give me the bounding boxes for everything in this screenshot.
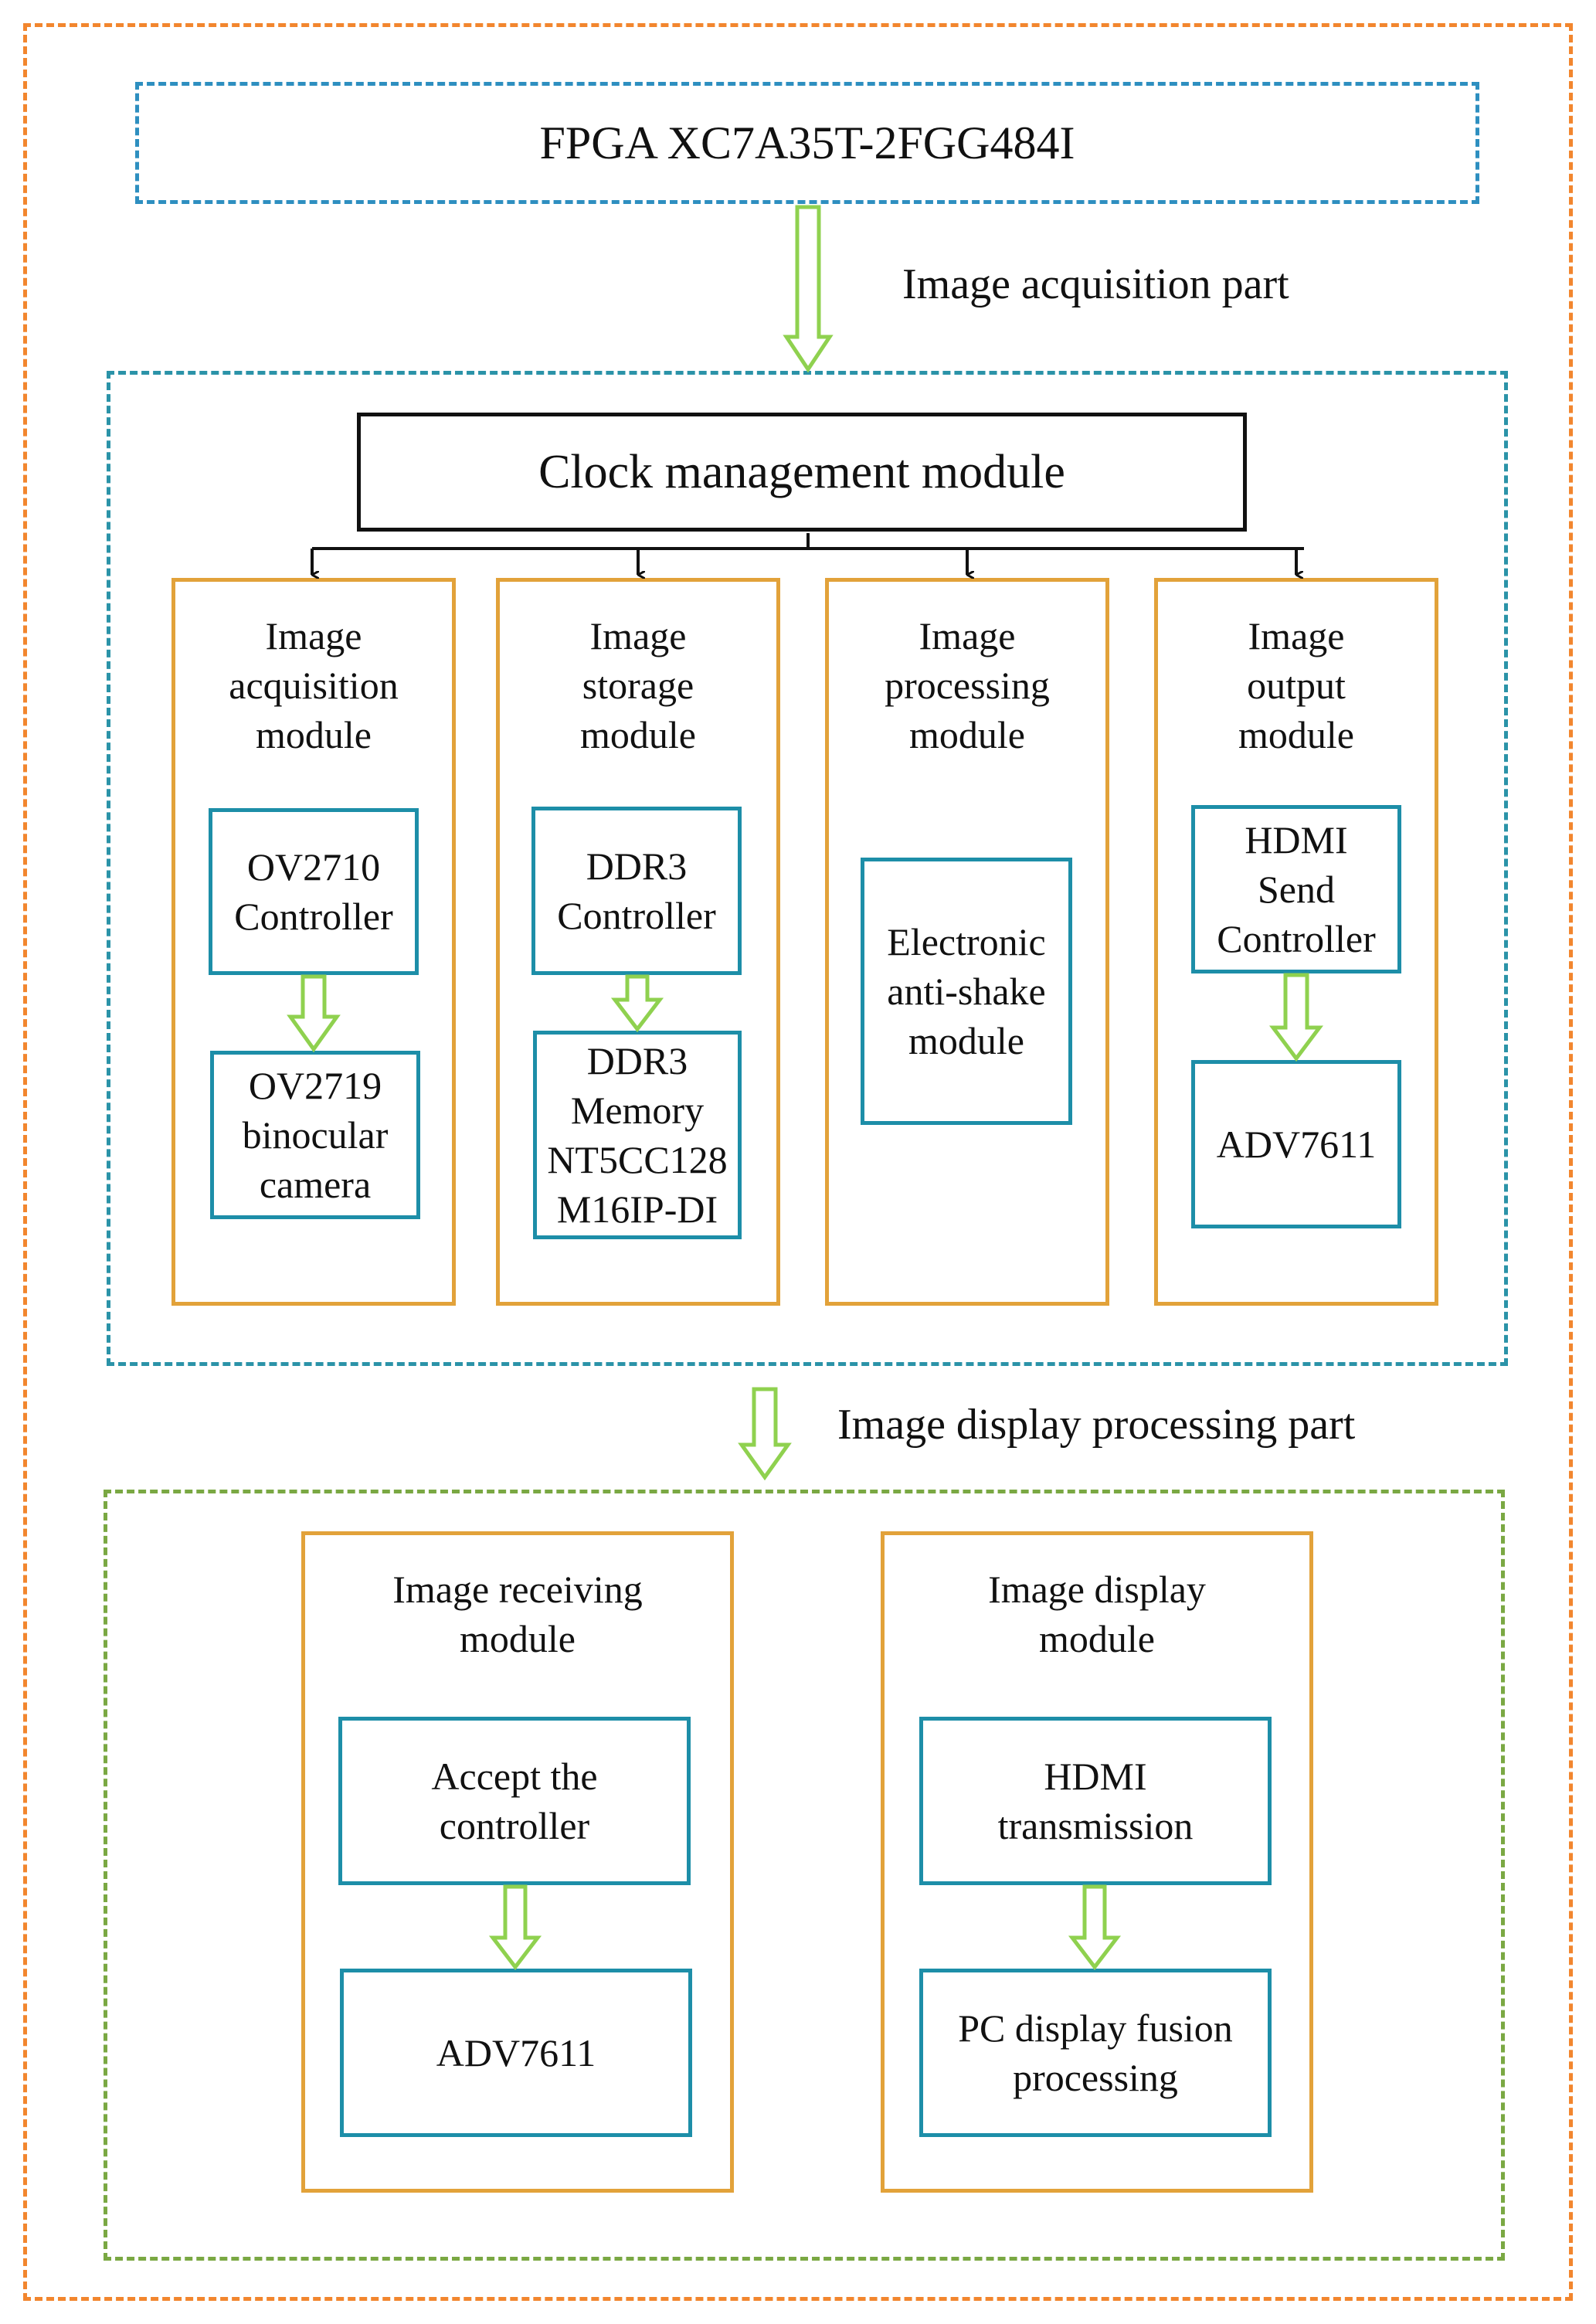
block-label: DDR3 Memory NT5CC128 M16IP-DI (547, 1039, 728, 1231)
clock-label: Clock management module (538, 446, 1065, 498)
ov2710-controller-block: OV2710 Controller (209, 808, 419, 975)
adv7611-output-block: ADV7611 (1191, 1060, 1401, 1228)
block-label: ADV7611 (436, 2031, 596, 2074)
outer-frame (23, 23, 1573, 2301)
arrow-fpga-to-acquisition (783, 205, 834, 373)
hdmi-send-controller-block: HDMI Send Controller (1191, 805, 1401, 973)
adv7611-receiving-block: ADV7611 (340, 1969, 692, 2137)
block-label: HDMI transmission (997, 1755, 1194, 1847)
fpga-label: FPGA XC7A35T-2FGG484I (539, 117, 1075, 168)
block-label: OV2719 binocular camera (242, 1064, 389, 1206)
arrow-ov2710-to-ov2719 (287, 974, 341, 1053)
block-label: Accept the controller (431, 1755, 598, 1847)
accept-controller-block: Accept the controller (338, 1717, 691, 1885)
ddr3-memory-block: DDR3 Memory NT5CC128 M16IP-DI (533, 1031, 742, 1239)
display-part-label: Image display processing part (837, 1401, 1356, 1449)
pc-display-fusion-block: PC display fusion processing (919, 1969, 1272, 2137)
acquisition-part-label: Image acquisition part (902, 260, 1289, 308)
block-label: DDR3 Controller (557, 844, 716, 937)
arrow-accept-controller-to-adv7611 (488, 1884, 542, 1971)
block-label: ADV7611 (1216, 1123, 1377, 1166)
arrow-acquisition-to-display (738, 1387, 792, 1481)
hdmi-transmission-block: HDMI transmission (919, 1717, 1272, 1885)
display-region (104, 1490, 1505, 2261)
block-label: PC display fusion processing (958, 2006, 1233, 2099)
electronic-anti-shake-block: Electronic anti-shake module (861, 858, 1072, 1125)
block-label: Electronic anti-shake module (887, 920, 1046, 1062)
acquisition-region (107, 371, 1508, 1366)
ov2719-camera-block: OV2719 binocular camera (210, 1051, 420, 1219)
arrow-hdmi-transmission-to-pc-display (1068, 1884, 1122, 1971)
module-title: Image processing module (885, 614, 1050, 756)
module-title: Image display module (988, 1568, 1206, 1660)
clock-management-module: Clock management module (357, 413, 1247, 532)
module-title: Image receiving module (392, 1568, 643, 1660)
ddr3-controller-block: DDR3 Controller (531, 807, 742, 975)
clock-distribution-lines (311, 533, 1304, 575)
module-title: Image storage module (580, 614, 696, 756)
fpga-box: FPGA XC7A35T-2FGG484I (135, 82, 1479, 204)
module-title: Image acquisition module (229, 614, 399, 756)
arrow-ddr3-controller-to-memory (610, 974, 664, 1033)
block-label: HDMI Send Controller (1217, 818, 1376, 960)
module-title: Image output module (1238, 614, 1354, 756)
block-label: OV2710 Controller (234, 845, 393, 938)
arrow-hdmi-send-to-adv7611 (1269, 973, 1323, 1062)
